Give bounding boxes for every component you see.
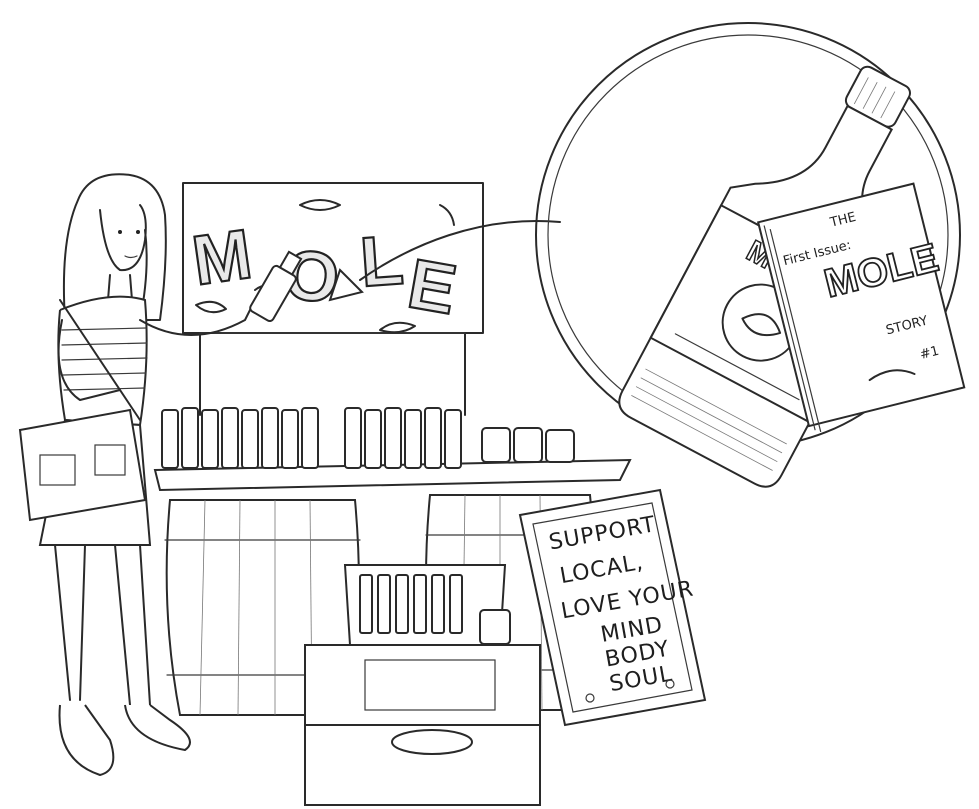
legs	[54, 544, 151, 706]
banner-letter-e: E	[402, 244, 462, 329]
bottle-row	[161, 407, 462, 469]
chili-doodle	[379, 321, 416, 334]
basket	[391, 729, 473, 755]
sandal-left	[58, 704, 115, 777]
banner-letter-m: M	[188, 214, 257, 299]
chalkboard-sign: SUPPORT LOCAL, LOVE YOUR MIND BODY SOUL	[518, 488, 707, 727]
chili-icon	[868, 369, 916, 382]
jar-shelf	[364, 659, 496, 711]
chili-icon	[741, 313, 782, 337]
chili-doodle	[299, 199, 341, 211]
face	[99, 204, 147, 272]
raised-arm	[139, 299, 256, 336]
chili-doodle	[439, 204, 455, 226]
held-bottle	[249, 250, 303, 323]
jar	[479, 609, 511, 645]
sandal-right	[124, 704, 191, 752]
crate-display	[304, 564, 541, 806]
display-table	[153, 407, 632, 492]
magazine-number: #1	[918, 344, 940, 363]
zoom-arrow	[359, 220, 561, 281]
chili-doodle	[195, 300, 227, 314]
magazine-title-small: THE	[828, 210, 858, 231]
shopper-woman	[18, 173, 303, 777]
jar-row	[481, 427, 575, 463]
shoulder-bag	[18, 408, 147, 522]
banner-letter-l: L	[358, 220, 406, 301]
zoom-inset: MOLE THE MOLE STORY First Issue: #1	[535, 22, 966, 488]
lower-arm	[57, 319, 121, 401]
zoomed-magazine: THE MOLE STORY First Issue: #1	[756, 182, 966, 433]
zoom-arrow-head	[328, 268, 364, 302]
